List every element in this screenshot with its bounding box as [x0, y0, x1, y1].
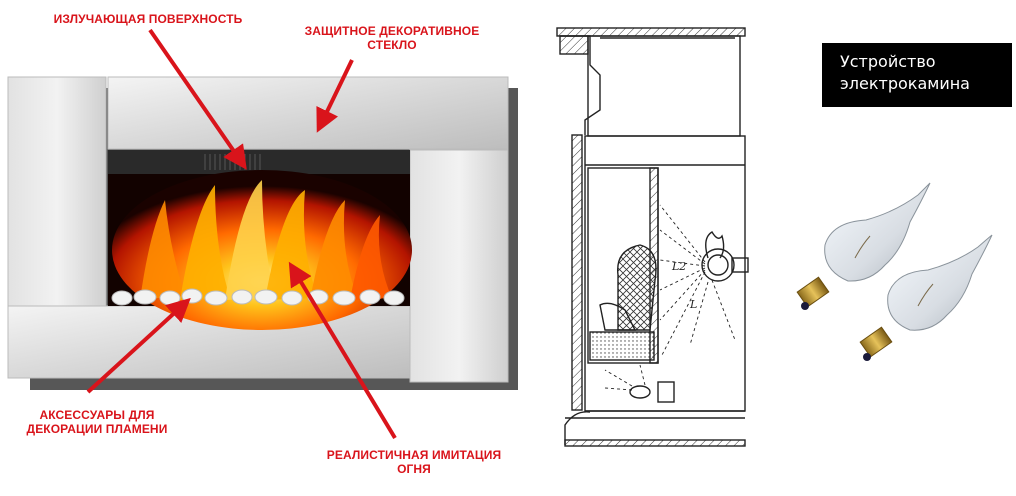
arrow-radiant-surface — [148, 28, 247, 170]
title-line-2: электрокамина — [840, 74, 970, 93]
flames — [140, 180, 392, 300]
frame-right-column — [409, 149, 509, 383]
arrow-realistic-fire — [288, 261, 397, 440]
schematic — [556, 27, 749, 447]
label-l: L — [690, 298, 698, 311]
title-box: Устройство электрокамина — [822, 43, 1012, 107]
heater-strip — [108, 150, 410, 174]
arrow-flame-accessories — [86, 297, 191, 394]
callout-protective-glass: ЗАЩИТНОЕ ДЕКОРАТИВНОЕ СТЕКЛО — [304, 24, 480, 52]
callout-realistic-fire: РЕАЛИСТИЧНАЯ ИМИТАЦИЯ ОГНЯ — [326, 448, 502, 476]
callout-radiant-surface: ИЗЛУЧАЮЩАЯ ПОВЕРХНОСТЬ — [53, 12, 243, 26]
frame-top-bar — [107, 76, 509, 150]
title-line-1: Устройство — [840, 52, 936, 71]
candle-bulb-1 — [796, 182, 931, 310]
callout-flame-accessories: АКСЕССУАРЫ ДЛЯ ДЕКОРАЦИИ ПЛАМЕНИ — [26, 408, 168, 436]
frame-left-column — [7, 76, 107, 308]
decor-stones — [111, 288, 405, 306]
callout-arrows — [86, 28, 397, 440]
candle-bulb-2 — [859, 234, 993, 361]
label-l2: L2 — [672, 260, 687, 273]
arrow-protective-glass — [316, 59, 354, 133]
